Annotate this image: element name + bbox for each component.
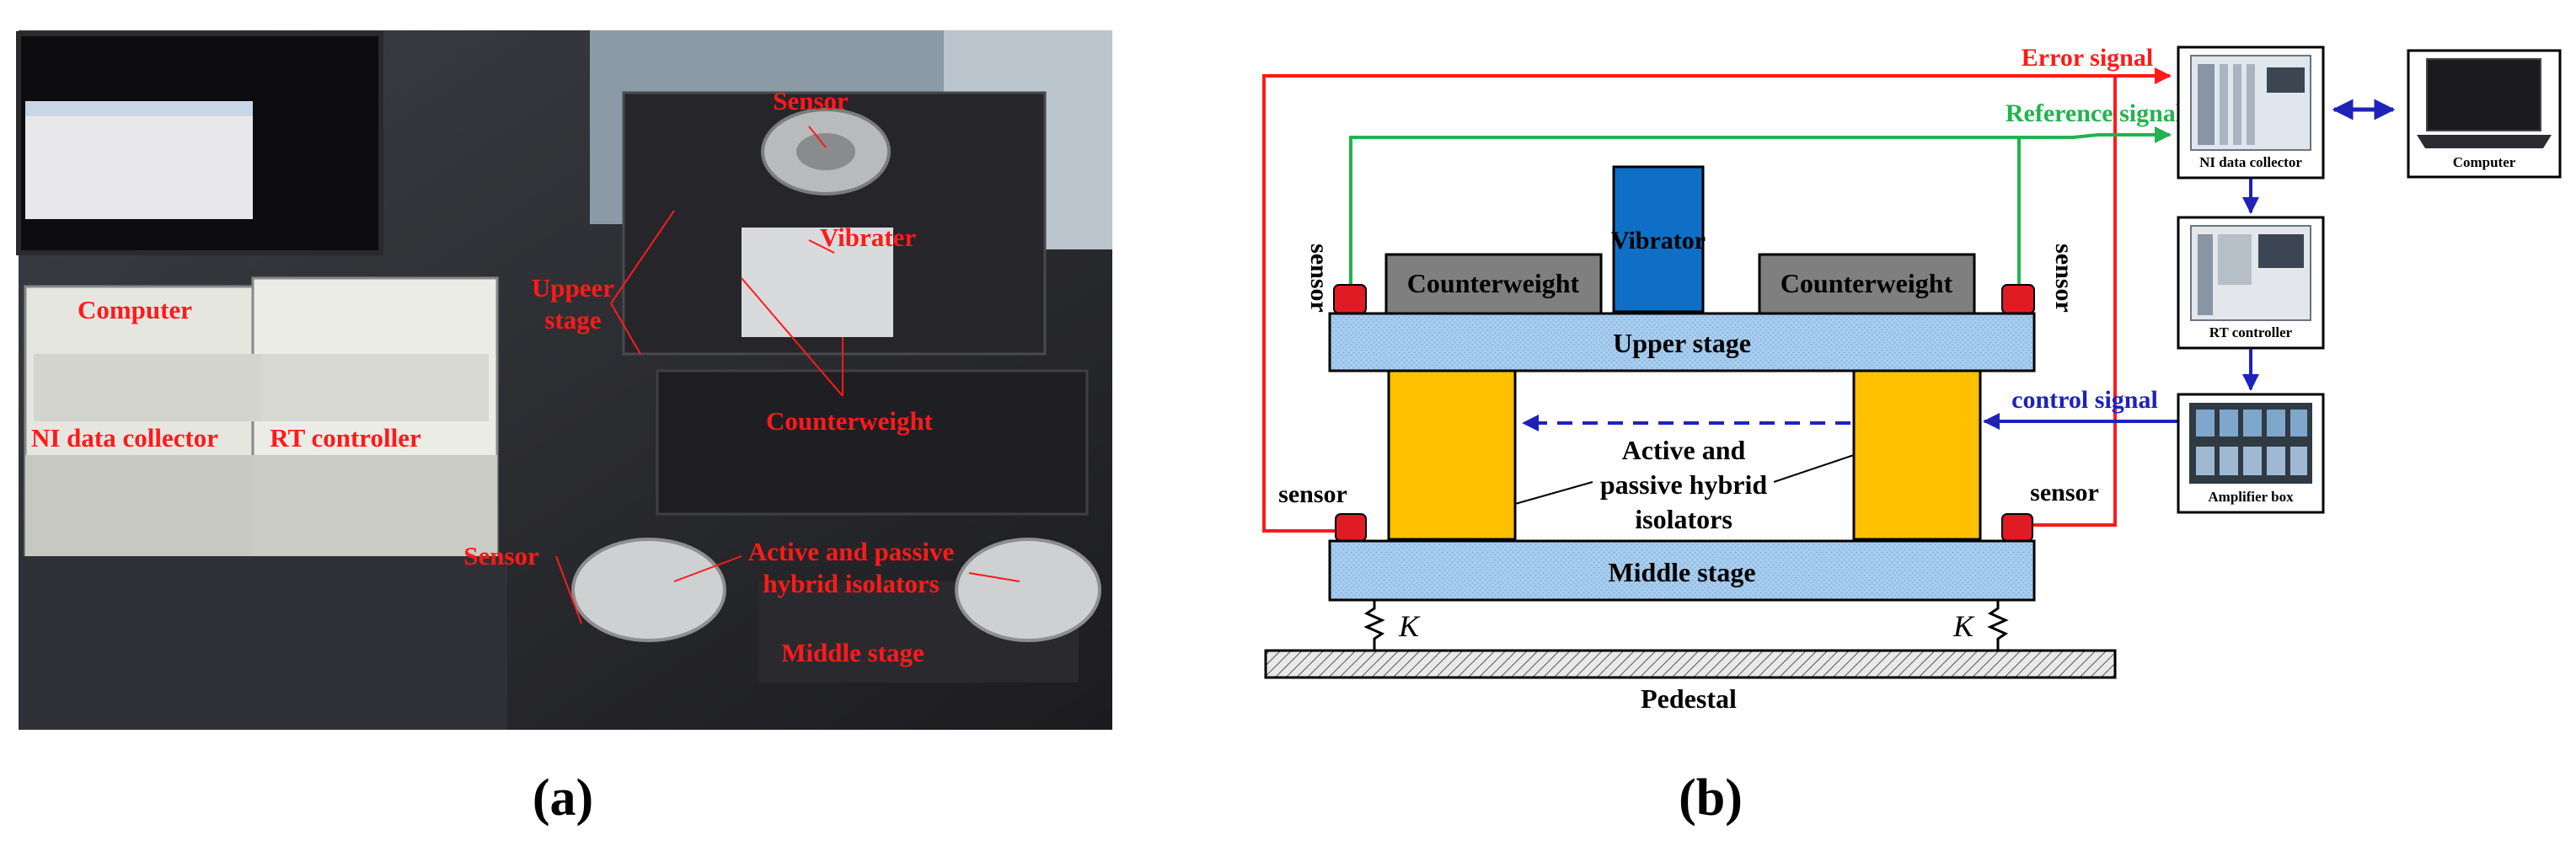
isolator-right-photo <box>955 538 1101 642</box>
upper-stage-label: Upper stage <box>1613 328 1751 358</box>
reference-signal-loop <box>1349 136 2021 285</box>
sensor-lower-left-label: sensor <box>1278 480 1347 508</box>
label-hybrid-isolators-2: hybrid isolators <box>763 569 939 598</box>
amplifier-box-label: Amplifier box <box>2208 489 2294 505</box>
label-vibrator: Vibrater <box>820 222 916 252</box>
isolators-label-1: Active and <box>1622 435 1746 465</box>
computer-label: Computer <box>2453 154 2516 170</box>
label-sensor-top: Sensor <box>773 86 849 115</box>
label-rt-controller: RT controller <box>270 423 421 453</box>
sensor-upper-right-label: sensor <box>2050 244 2078 313</box>
pedestal-label: Pedestal <box>1641 683 1737 714</box>
isolators-label-2: passive hybrid <box>1600 469 1767 500</box>
sensor-upper-right <box>2001 284 2035 314</box>
sensor-lower-left <box>1335 513 1367 542</box>
sensor-upper-left-label: sensor <box>1305 244 1333 313</box>
middle-stage-label: Middle stage <box>1608 557 1755 587</box>
counterweight-right-block <box>1758 253 1976 315</box>
rt-controller-device: RT controller <box>2177 216 2325 350</box>
panel-a-photo: Computer NI data collector RT controller… <box>16 30 1112 730</box>
counterweight-left-label: Counterweight <box>1407 268 1580 298</box>
spring-right-label: K <box>1952 609 1975 643</box>
vibrator-block <box>1612 165 1705 313</box>
isolator-left-block <box>1387 369 1517 541</box>
sensor-lower-right-label: sensor <box>2030 479 2099 506</box>
counterweight-right-label: Counterweight <box>1781 268 1953 298</box>
label-upper-stage-2: stage <box>544 305 601 335</box>
computer-device: Computer <box>2407 49 2562 179</box>
label-hybrid-isolators-1: Active and passive <box>748 537 955 566</box>
vibrator-label: Vibrator <box>1611 227 1706 254</box>
middle-stage-plate <box>1328 539 2036 602</box>
spring-right <box>1987 600 2009 651</box>
label-upper-stage-1: Uppeer <box>532 273 614 303</box>
caption-a: (a) <box>533 769 593 827</box>
control-signal-label: control signal <box>2011 386 2158 414</box>
label-ni-data-collector: NI data collector <box>31 423 218 453</box>
panel-b-schematic: Error signal Reference signal control si… <box>1262 44 2562 714</box>
label-computer: Computer <box>78 295 192 324</box>
spring-left <box>1363 600 1385 651</box>
upper-stage-plate <box>1328 312 2036 372</box>
ni-data-collector-device: NI data collector <box>2177 46 2325 179</box>
reference-signal-line <box>2019 126 2172 143</box>
spring-left-label: K <box>1398 609 1421 643</box>
caption-b: (b) <box>1679 769 1743 827</box>
isolator-left-photo <box>571 538 726 642</box>
amplifier-box-device: Amplifier box <box>2177 393 2325 514</box>
error-signal-line <box>1262 67 2172 533</box>
isolators-label-3: isolators <box>1635 504 1733 534</box>
sensor-upper-left <box>1333 284 1367 314</box>
label-counterweight: Counterweight <box>766 406 934 436</box>
ni-data-collector-label: NI data collector <box>2199 154 2302 170</box>
pedestal-block <box>1264 649 2117 679</box>
error-signal-return-line <box>2017 76 2117 527</box>
sensor-lower-right <box>2001 513 2033 542</box>
error-signal-label: Error signal <box>2022 44 2153 72</box>
isolator-right-block <box>1852 369 1982 541</box>
rt-controller-label: RT controller <box>2209 324 2293 340</box>
label-middle-stage: Middle stage <box>781 638 924 667</box>
label-sensor-left: Sensor <box>463 541 539 570</box>
reference-signal-label: Reference signal <box>2006 99 2182 127</box>
